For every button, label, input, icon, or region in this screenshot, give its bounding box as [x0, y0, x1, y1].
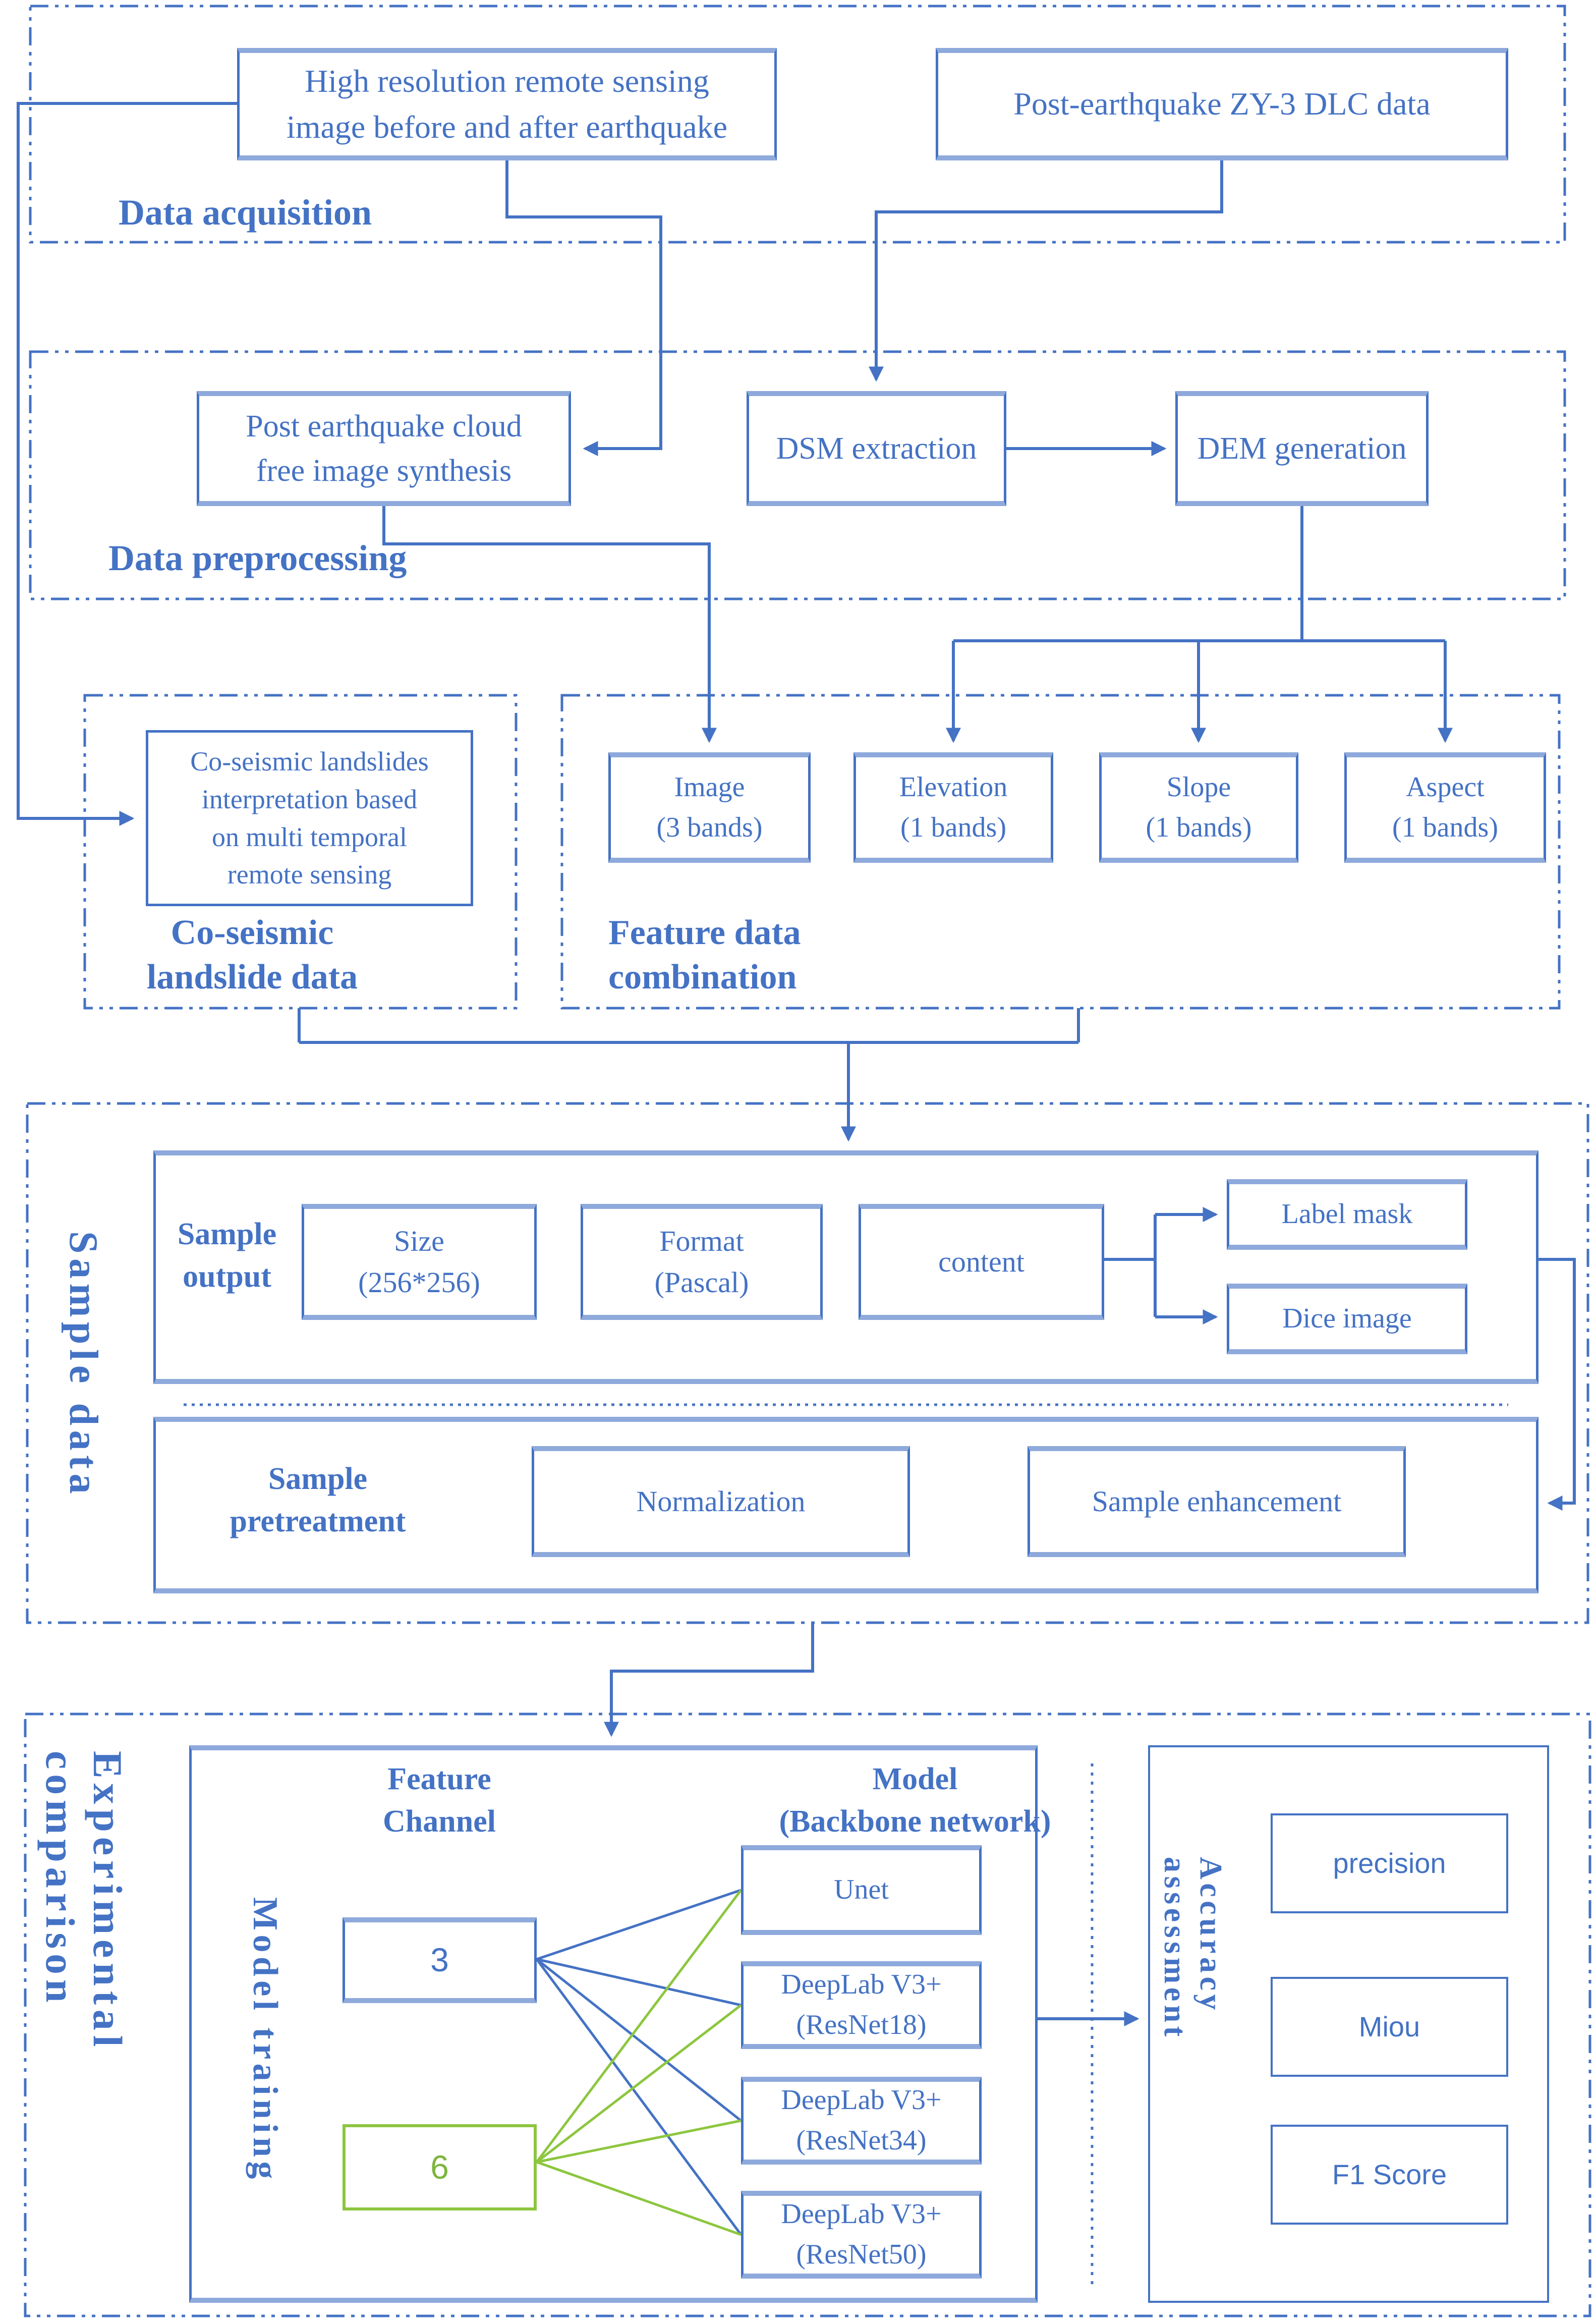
label-sample-output: Sample output	[177, 1217, 277, 1294]
box-sample-pretreatment-group	[153, 1417, 1538, 1593]
box-content: content	[859, 1204, 1104, 1320]
box-model-training-group	[189, 1745, 1038, 2303]
box-channel-3: 3	[343, 1917, 537, 2003]
box-high-res-image: High resolution remote sensing image bef…	[237, 48, 777, 160]
arrow-cloudfree-to-image	[382, 506, 717, 743]
line-ch6-to-resnet50	[536, 2161, 742, 2236]
line-ch6-to-unet	[536, 1889, 742, 2163]
box-slope-1-bands: Slope (1 bands)	[1099, 752, 1298, 863]
box-f1-score: F1 Score	[1271, 2125, 1508, 2225]
container-data-acquisition	[29, 5, 1566, 244]
box-size-256: Size (256*256)	[302, 1204, 537, 1320]
box-unet: Unet	[741, 1845, 982, 1935]
line-ch6-to-resnet18	[536, 2004, 742, 2163]
label-data-acquisition: Data acquisition	[119, 192, 372, 233]
box-aspect-1-bands: Aspect (1 bands)	[1344, 752, 1546, 863]
container-experimental-comparison	[24, 1712, 1591, 2317]
label-data-preprocessing: Data preprocessing	[108, 538, 407, 578]
box-cloud-free-synthesis: Post earthquake cloud free image synthes…	[197, 391, 571, 506]
line-ch3-to-resnet34	[536, 1958, 742, 2122]
arrow-sample-to-training	[604, 1623, 814, 1737]
arrow-hires-to-interpretation	[17, 102, 237, 826]
box-deeplab-resnet34: DeepLab V3+ (ResNet34)	[741, 2077, 982, 2165]
box-deeplab-resnet18: DeepLab V3+ (ResNet18)	[741, 1961, 982, 2049]
box-normalization: Normalization	[532, 1446, 910, 1557]
label-accuracy-assessment: Accuracy assessment	[1158, 1857, 1228, 2040]
box-deeplab-resnet50: DeepLab V3+ (ResNet50)	[741, 2191, 982, 2279]
header-model-backbone: Model (Backbone network)	[779, 1762, 1051, 1839]
box-accuracy-assessment-group	[1148, 1745, 1549, 2303]
box-label-mask: Label mask	[1227, 1179, 1467, 1250]
box-image-3-bands: Image (3 bands)	[608, 752, 811, 863]
box-dem-generation: DEM generation	[1175, 391, 1429, 506]
box-channel-6: 6	[343, 2124, 537, 2210]
label-coseismic-landslide-data: Co-seismic landslide data	[146, 913, 358, 997]
line-ch6-to-resnet34	[536, 2119, 742, 2164]
label-sample-data: Sample data	[61, 1231, 105, 1499]
box-coseismic-interpretation: Co-seismic landslides interpretation bas…	[146, 730, 473, 906]
box-format-pascal: Format (Pascal)	[581, 1204, 823, 1320]
box-dice-image: Dice image	[1227, 1284, 1467, 1354]
box-zy3-dlc-data: Post-earthquake ZY-3 DLC data	[936, 48, 1508, 160]
arrow-zy3-to-dsm	[869, 160, 1223, 382]
line-ch3-to-resnet50	[535, 1958, 743, 2236]
label-sample-pretreatment: Sample pretreatment	[230, 1462, 406, 1538]
box-sample-output-group	[153, 1150, 1538, 1384]
line-ch3-to-unet	[536, 1889, 742, 1961]
container-feature-data-combination	[560, 694, 1561, 1010]
label-model-training: Model training	[246, 1897, 284, 2183]
label-feature-data-combination: Feature data combination	[608, 913, 801, 997]
arrow-output-to-pretreatment	[1538, 1258, 1576, 1511]
header-feature-channel: Feature Channel	[383, 1762, 496, 1839]
container-data-preprocessing	[29, 350, 1566, 600]
box-dsm-extraction: DSM extraction	[747, 391, 1006, 506]
box-miou: Miou	[1271, 1977, 1508, 2077]
line-ch3-to-resnet18	[536, 1958, 742, 2007]
box-sample-enhancement: Sample enhancement	[1028, 1446, 1406, 1557]
box-precision: precision	[1271, 1813, 1508, 1913]
label-experimental-comparison: Experimental comparison	[37, 1751, 131, 2052]
arrow-hires-to-cloudfree	[505, 160, 662, 456]
box-elevation-1-bands: Elevation (1 bands)	[853, 752, 1053, 863]
container-sample-data	[26, 1102, 1589, 1624]
